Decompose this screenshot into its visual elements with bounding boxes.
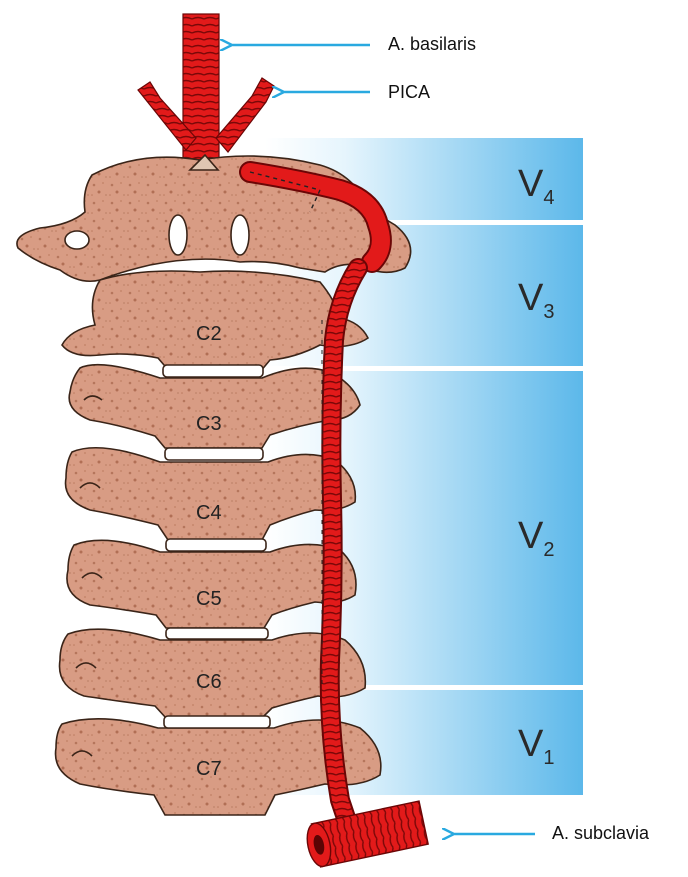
atlas-facet-left: [169, 215, 187, 255]
basilar-artery: [183, 14, 219, 172]
atlas-foramen-left: [65, 231, 89, 249]
disc-c3-c4: [165, 448, 263, 460]
vertebra-label-c6: C6: [196, 671, 222, 693]
vertebra-label-c5: C5: [196, 588, 222, 610]
label-a-subclavia: A. subclavia: [552, 823, 649, 844]
vertebra-label-c4: C4: [196, 502, 222, 524]
atlas-facet-right: [231, 215, 249, 255]
disc-c6-c7: [164, 716, 270, 728]
vertebra-label-c3: C3: [196, 413, 222, 435]
vertebra-label-c7: C7: [196, 758, 222, 780]
disc-c2-c3: [163, 365, 263, 377]
vertebra-label-c2: C2: [196, 323, 222, 345]
label-pica: PICA: [388, 82, 430, 103]
subclavian-artery: [304, 801, 429, 869]
disc-c4-c5: [166, 539, 266, 551]
disc-c5-c6: [166, 628, 268, 639]
label-a-basilaris: A. basilaris: [388, 34, 476, 55]
